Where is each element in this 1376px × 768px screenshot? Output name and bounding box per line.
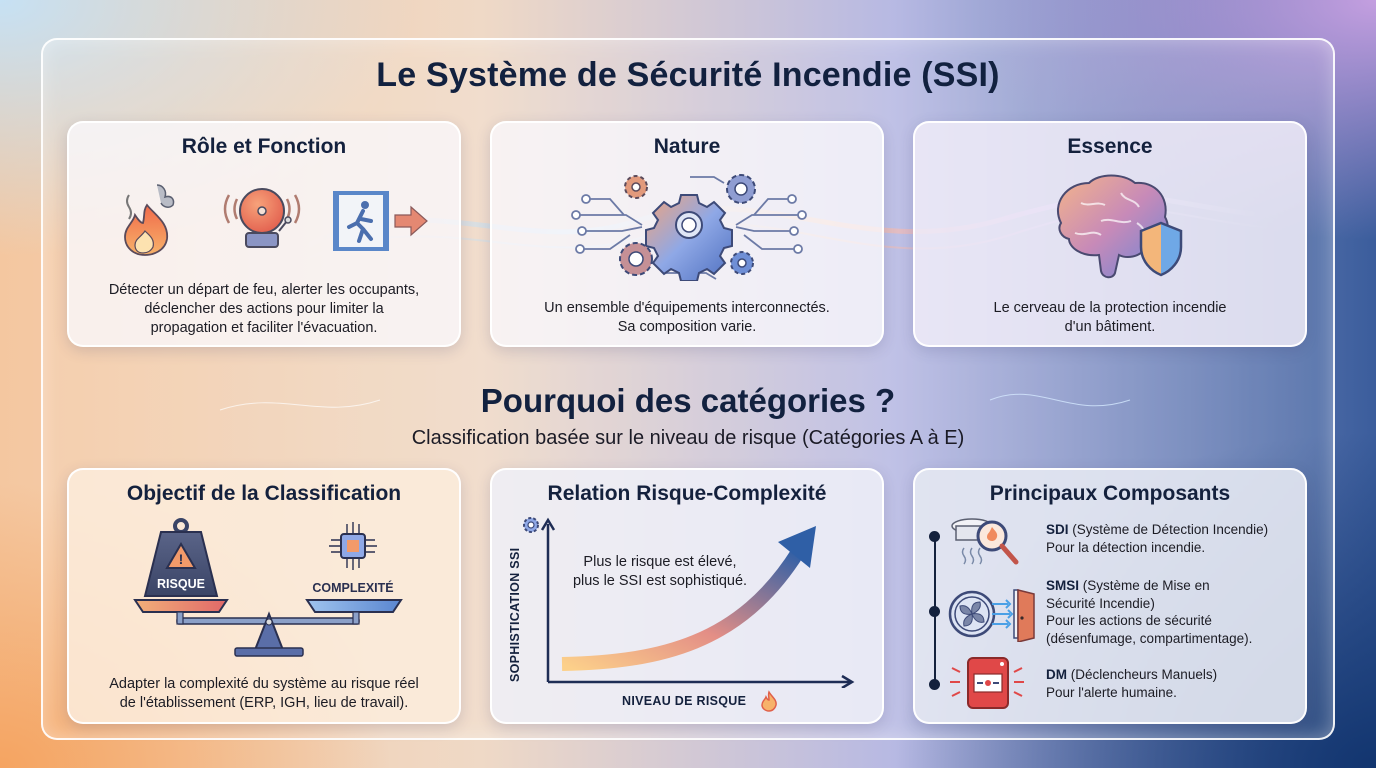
- component-item-sdi: SDI (Système de Détection Incendie) Pour…: [1046, 522, 1269, 555]
- page-title: Le Système de Sécurité Incendie (SSI): [376, 56, 1000, 94]
- timeline-dot: [929, 679, 940, 690]
- card-title: Relation Risque-Complexité: [547, 482, 827, 505]
- flame-icon: [761, 690, 777, 712]
- y-axis-label: SOPHISTICATION SSI: [508, 547, 522, 682]
- section-title: Pourquoi des catégories ?: [480, 382, 896, 419]
- fire-smoke-icon: [124, 184, 175, 256]
- card-title: Principaux Composants: [989, 482, 1231, 505]
- card-description: Le cerveau de la protection incendie d'u…: [993, 300, 1227, 335]
- fan-door-icon: [948, 589, 1035, 642]
- card-classification-objective: Objectif de la Classification ! RISQUE C…: [67, 468, 461, 724]
- card-title: Nature: [653, 135, 721, 158]
- emergency-exit-icon: [333, 191, 428, 251]
- risk-weight-label: RISQUE: [157, 577, 205, 591]
- alarm-bell-icon: [223, 188, 301, 248]
- card-description: Un ensemble d'équipements interconnectés…: [544, 300, 830, 335]
- chip-icon: [329, 522, 377, 570]
- interconnected-gears-icon: [571, 174, 807, 281]
- card-description: Adapter la complexité du système au risq…: [109, 676, 419, 711]
- section-subtitle: Classification basée sur le niveau de ri…: [411, 427, 965, 449]
- gear-icon: [523, 517, 539, 533]
- card-essence: Essence Le cerveau de la protection ince…: [913, 121, 1307, 347]
- card-title: Rôle et Fonction: [181, 135, 347, 158]
- manual-call-point-icon: [950, 657, 1024, 709]
- smoke-detector-magnifier-icon: [951, 518, 1019, 565]
- component-item-smsi: SMSI (Système de Mise en Sécurité Incend…: [1046, 578, 1253, 646]
- card-role-function: Rôle et Fonction Détecter un départ de f…: [67, 121, 461, 347]
- complexity-label: COMPLEXITÉ: [312, 580, 393, 595]
- card-nature: Nature Un ensemble d'équipements interco…: [490, 121, 884, 347]
- risk-complexity-curve: [540, 517, 855, 688]
- card-title: Objectif de la Classification: [126, 482, 402, 505]
- shield-icon: [1139, 221, 1183, 277]
- card-description: Détecter un départ de feu, alerter les o…: [108, 282, 420, 336]
- timeline-dot: [929, 606, 940, 617]
- balance-scale-icon: ! RISQUE COMPLEXITÉ: [133, 518, 403, 657]
- x-axis-label: NIVEAU DE RISQUE: [622, 694, 747, 708]
- svg-text:!: !: [179, 551, 184, 567]
- card-title: Essence: [1067, 135, 1153, 158]
- component-item-dm: DM (Déclencheurs Manuels) Pour l'alerte …: [1046, 667, 1218, 700]
- chart-annotation: Plus le risque est élevé, plus le SSI es…: [572, 554, 748, 589]
- timeline-dot: [929, 531, 940, 542]
